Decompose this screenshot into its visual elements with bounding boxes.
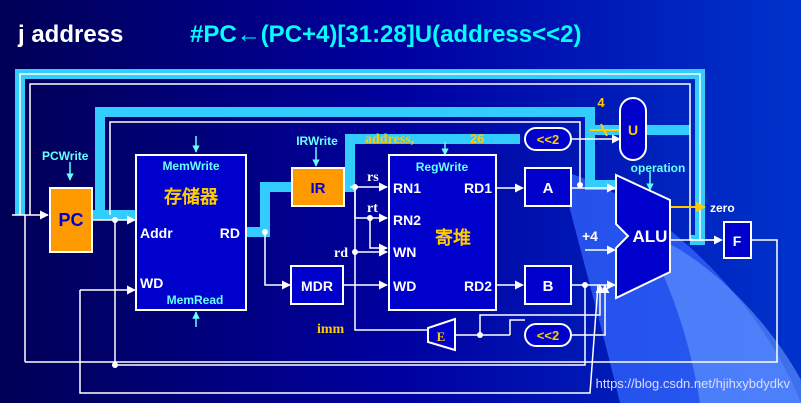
wires: [12, 134, 778, 394]
rd-label: rd: [334, 246, 348, 261]
a-register: [524, 167, 572, 207]
wire-e-alu: [479, 284, 605, 335]
rs-label: rs: [367, 170, 379, 185]
wire-bottom-bus: [114, 220, 586, 366]
junction-dot: [577, 182, 583, 188]
u-label: U: [628, 122, 638, 138]
b-label: B: [543, 278, 554, 295]
imm-label: imm: [317, 322, 345, 337]
junction-dot: [477, 332, 483, 338]
ir-register: [291, 167, 345, 207]
f-label: F: [733, 233, 742, 249]
four-label: 4: [597, 95, 605, 110]
operation-label: operation: [631, 161, 686, 175]
plus4-label: +4: [582, 228, 598, 244]
wire-shl-alu: [570, 284, 610, 336]
watermark: https://blog.csdn.net/hjihxybdydkv: [596, 376, 791, 391]
pc-label: PC: [58, 210, 83, 230]
annotation-lines: [590, 123, 706, 212]
junction-dot: [352, 184, 358, 190]
junction-dot: [582, 282, 588, 288]
a-label: A: [543, 180, 554, 197]
regfile-label: 寄堆: [435, 227, 471, 248]
sign-extend-label: E: [437, 329, 446, 344]
mdr-register: [290, 265, 344, 305]
zero-label: zero: [710, 201, 735, 215]
background-swoosh-light: [640, 230, 801, 403]
junctions: [112, 182, 588, 368]
memory-label: 存储器: [164, 186, 219, 207]
active-path-pc-alu: [95, 107, 615, 215]
mem-rd-label: RD: [220, 225, 240, 241]
ir-label: IR: [311, 180, 326, 197]
address-label: address,: [365, 132, 414, 147]
register-file: [388, 154, 497, 311]
active-path-rd-ir: [245, 182, 295, 237]
inner-loop: [19, 73, 701, 240]
junction-dot: [112, 362, 118, 368]
shift-left-top-label: <<2: [537, 132, 559, 147]
rn2-label: RN2: [393, 212, 421, 228]
regwrite-label: RegWrite: [416, 160, 469, 174]
wn-label: WN: [393, 244, 416, 260]
twentysix-label: 26: [470, 131, 484, 146]
junction-dot: [112, 217, 118, 223]
f-register: [723, 221, 752, 259]
reg-wd-label: WD: [393, 278, 416, 294]
rd2-label: RD2: [464, 278, 492, 294]
wire-e-shl: [509, 319, 525, 335]
pc-register: [49, 187, 93, 253]
pcwrite-label: PCWrite: [42, 149, 89, 163]
four-slash: [600, 123, 608, 137]
junction-dot: [352, 249, 358, 255]
address-text: address: [365, 132, 411, 147]
shift-left-top: [524, 127, 572, 151]
sign-extend: [427, 317, 456, 352]
wire-imm: [354, 187, 427, 331]
alu-block: [615, 173, 671, 300]
junction-dot: [367, 215, 373, 221]
control-arrows: [66, 136, 654, 327]
rtl-expression: #PC←(PC+4)[31:28]U(address<<2): [190, 21, 582, 48]
mdr-label: MDR: [301, 278, 333, 294]
mem-wd-label: WD: [140, 275, 163, 291]
memread-label: MemRead: [167, 293, 224, 307]
b-register: [524, 265, 572, 305]
mem-addr-label: Addr: [140, 225, 173, 241]
shift-left-bottom: [524, 323, 572, 347]
shift-left-bottom-label: <<2: [537, 328, 559, 343]
wire-rd-mdr: [264, 232, 291, 290]
rd1-label: RD1: [464, 180, 492, 196]
memwrite-label: MemWrite: [162, 159, 219, 173]
memory-block: [135, 154, 247, 311]
rn1-label: RN1: [393, 180, 421, 196]
junction-dot: [262, 229, 268, 235]
u-unit: [619, 97, 647, 161]
irwrite-label: IRWrite: [296, 134, 338, 148]
inner-pc-bus: [109, 121, 581, 215]
alu-label: ALU: [633, 227, 668, 246]
wire-f-feedback: [25, 239, 778, 363]
instruction-title: j address: [17, 21, 123, 48]
rt-label: rt: [367, 201, 378, 216]
wire-wd-bus: [79, 284, 599, 394]
